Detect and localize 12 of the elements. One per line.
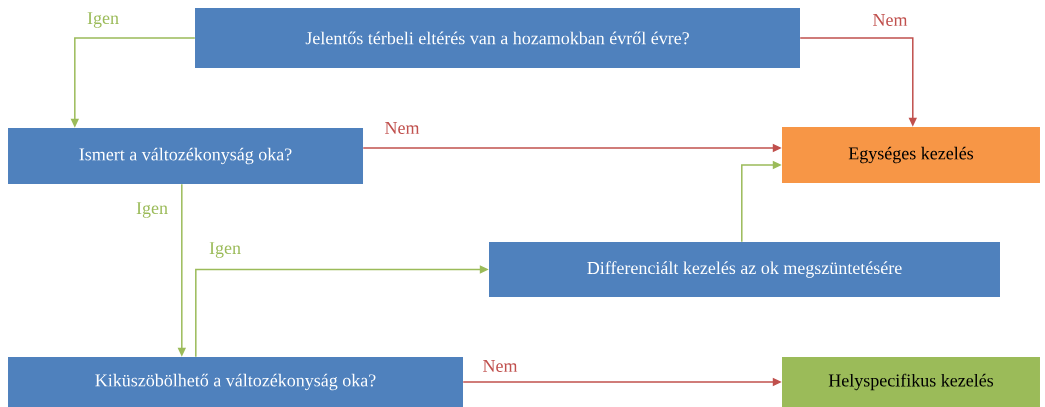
process-box: Ismert a változékonyság oka? bbox=[8, 128, 363, 184]
edge-label: Igen bbox=[135, 201, 169, 219]
edge-label: Igen bbox=[208, 241, 242, 259]
process-box: Kiküszöbölhető a változékonyság oka? bbox=[8, 357, 463, 407]
edge-label: Igen bbox=[86, 11, 120, 29]
process-box: Differenciált kezelés az ok megszüntetésére bbox=[489, 242, 1000, 297]
process-box: Jelentős térbeli eltérés van a hozamokban évről évre? bbox=[195, 8, 800, 68]
process-box: Egységes kezelés bbox=[782, 127, 1040, 183]
process-box: Helyspecifikus kezelés bbox=[782, 357, 1040, 407]
edge-label: Nem bbox=[481, 359, 519, 373]
edge-label: Nem bbox=[871, 13, 909, 27]
edge-label: Nem bbox=[383, 121, 421, 135]
